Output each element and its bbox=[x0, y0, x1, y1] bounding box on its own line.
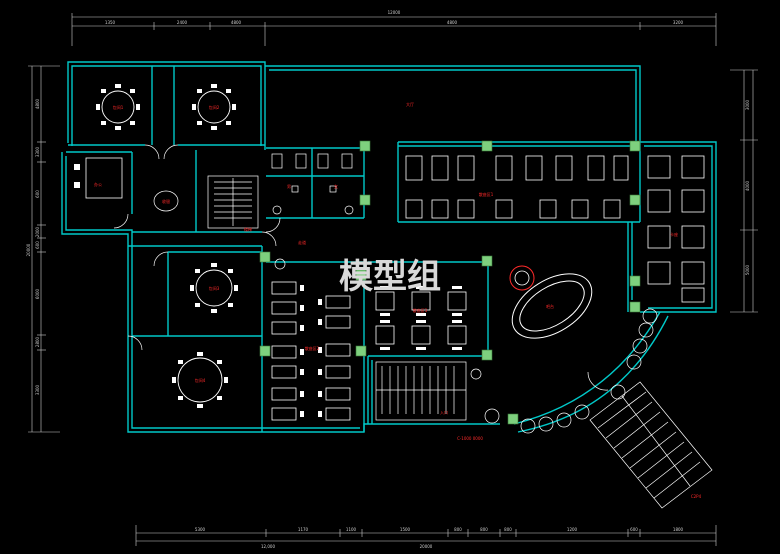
label-washroom-m: 男 bbox=[287, 184, 291, 189]
rect-tables bbox=[85, 155, 705, 421]
dim-left-5: 600 bbox=[35, 241, 40, 249]
oval-bar bbox=[511, 273, 593, 339]
label-bar: 吧台 bbox=[546, 303, 554, 309]
columns bbox=[259, 140, 641, 425]
round-display-inner bbox=[514, 270, 530, 286]
watermark: 模型组 bbox=[339, 257, 441, 297]
dim-top-2: 2400 bbox=[177, 20, 188, 25]
label-hall-2: 散座区2 bbox=[305, 345, 320, 351]
dim-top-5: 3200 bbox=[673, 20, 684, 25]
label-main-hall: 大厅 bbox=[406, 101, 414, 107]
label-hall-3: 散座区3 bbox=[413, 307, 428, 313]
label-private-room-2: 包间2 bbox=[209, 104, 220, 110]
curved-terrace bbox=[513, 311, 669, 433]
terrace-planters bbox=[274, 258, 658, 434]
dim-left-total: 20000 bbox=[26, 243, 31, 256]
dim-left-2: 3300 bbox=[35, 146, 40, 157]
label-stair: 楼梯 bbox=[244, 226, 252, 232]
label-corridor: 走道 bbox=[298, 239, 306, 245]
dim-bottom-4: 1500 bbox=[400, 527, 411, 532]
label-level-note: C-1000 0000 bbox=[457, 436, 483, 441]
label-bottom-note: C2P4 bbox=[691, 494, 702, 499]
dim-bottom-2: 1170 bbox=[298, 527, 309, 532]
dim-bottom-1: 5300 bbox=[195, 527, 206, 532]
dim-top-3: 4800 bbox=[231, 20, 242, 25]
label-private-room-4: 包间4 bbox=[195, 377, 206, 383]
dim-bottom-10: 1800 bbox=[673, 527, 684, 532]
stairs bbox=[207, 175, 713, 509]
washroom-fixtures bbox=[153, 153, 354, 215]
dim-bottom-6: 800 bbox=[480, 527, 488, 532]
dim-bottom-9: 600 bbox=[630, 527, 638, 532]
dim-bottom-5: 800 bbox=[454, 527, 462, 532]
label-washroom-f: 女 bbox=[334, 183, 338, 189]
dim-bottom-3: 1100 bbox=[346, 527, 357, 532]
dim-left-3: 600 bbox=[35, 190, 40, 198]
dim-left-4: 2000 bbox=[35, 226, 40, 237]
dim-right-2: 4000 bbox=[745, 180, 750, 191]
dim-right-3: 5000 bbox=[745, 264, 750, 275]
round-tables bbox=[101, 90, 233, 403]
dim-left-6: 6000 bbox=[35, 288, 40, 299]
round-display bbox=[509, 265, 535, 291]
dim-left-8: 3300 bbox=[35, 384, 40, 395]
label-office: 办公 bbox=[94, 181, 102, 187]
door-swings bbox=[113, 144, 609, 391]
round-table-chairs bbox=[96, 84, 238, 408]
dimension-lines bbox=[28, 13, 758, 546]
dim-bottom-sub: 12,000 bbox=[261, 544, 275, 549]
dim-bottom-7: 800 bbox=[504, 527, 512, 532]
dim-top-total: 12000 bbox=[388, 10, 401, 15]
dim-bottom-8: 1200 bbox=[567, 527, 578, 532]
rect-table-chairs bbox=[74, 164, 462, 417]
dim-top-1: 1350 bbox=[105, 20, 116, 25]
dim-left-1: 4800 bbox=[35, 98, 40, 109]
walls bbox=[61, 61, 717, 433]
label-entry-note: 入口 bbox=[440, 410, 448, 415]
dim-right-1: 3000 bbox=[745, 99, 750, 110]
label-cashier: 收银 bbox=[162, 198, 170, 204]
label-private-room-1: 包间1 bbox=[113, 104, 124, 110]
dim-top-4: 4800 bbox=[447, 20, 458, 25]
dim-bottom-total: 20000 bbox=[420, 544, 433, 549]
label-private-room-3: 包间3 bbox=[209, 285, 220, 291]
label-booth: 卡座 bbox=[670, 231, 678, 237]
dim-left-7: 2800 bbox=[35, 336, 40, 347]
label-hall-1: 散座区1 bbox=[479, 191, 494, 197]
